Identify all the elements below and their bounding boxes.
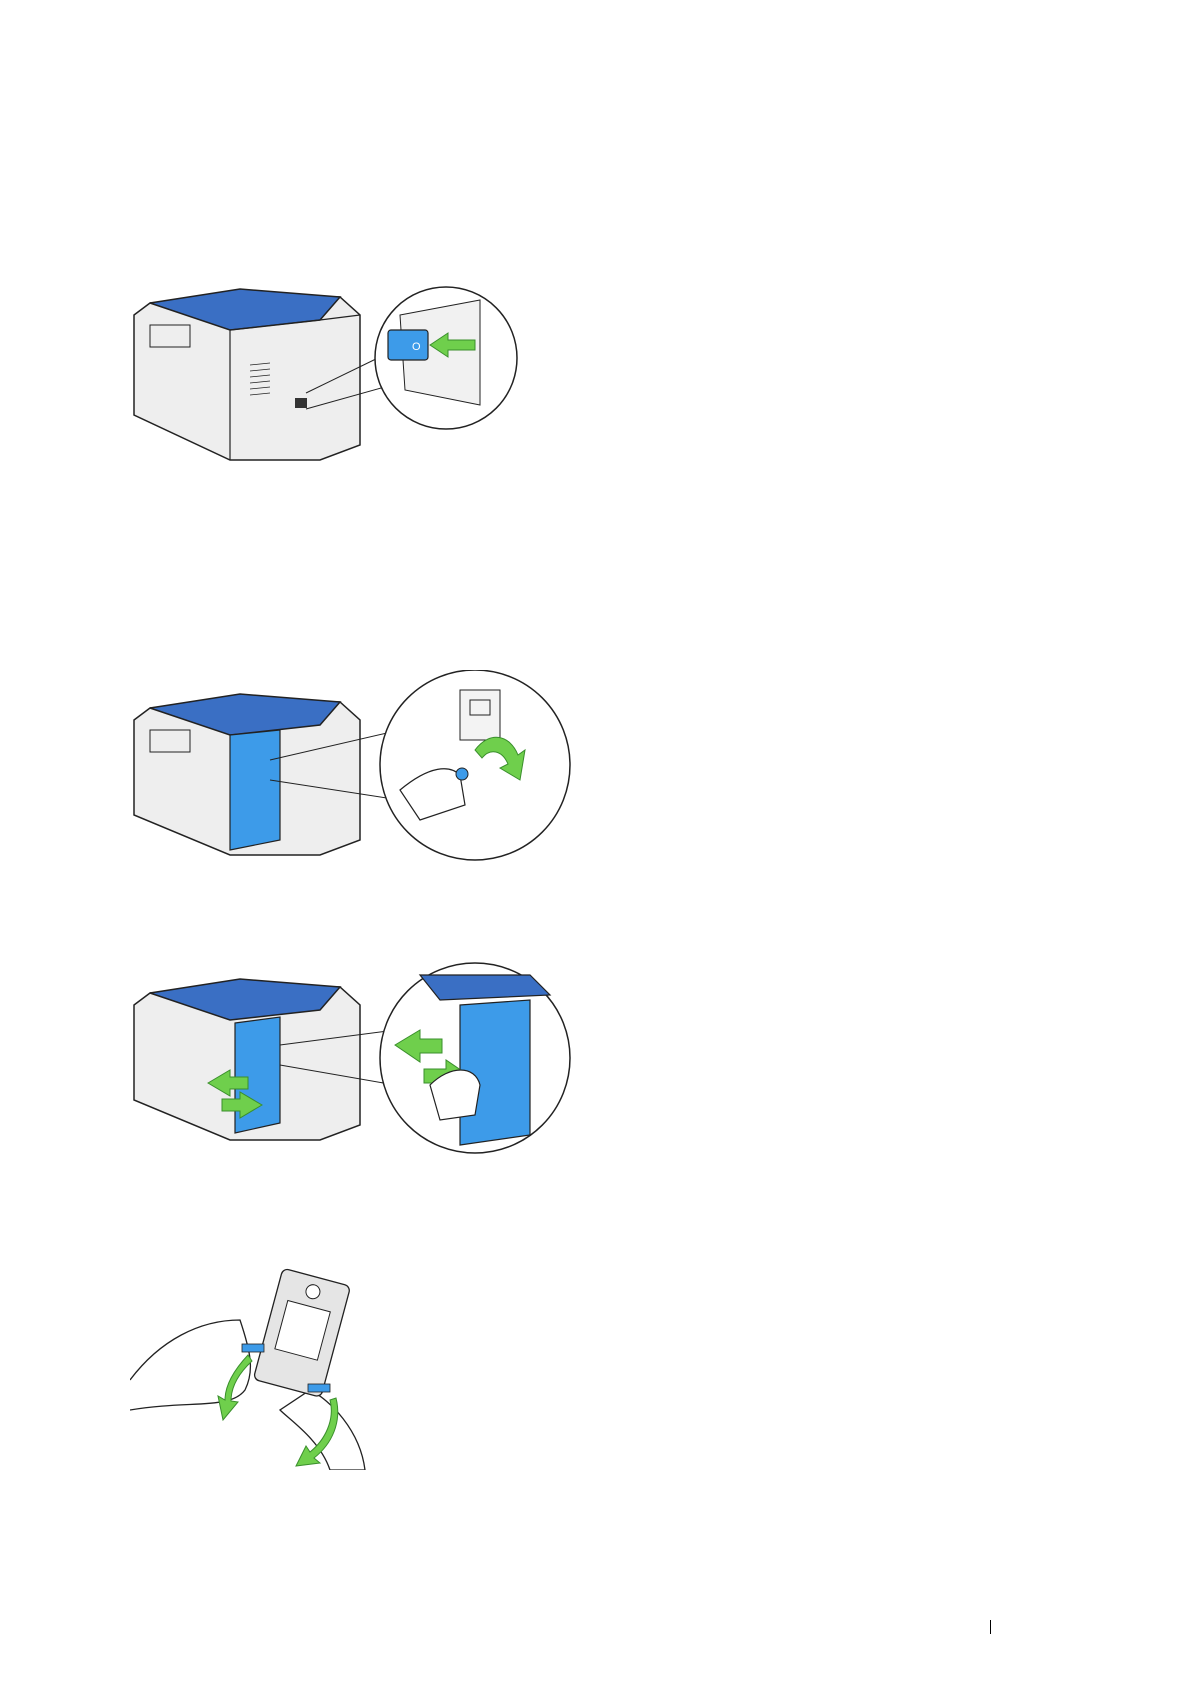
power-switch-small [295, 398, 307, 408]
cable-plug-icon [456, 768, 468, 780]
printer-cover-removal-illustration [130, 955, 590, 1175]
svg-text:O: O [412, 341, 421, 353]
figure-unplug-cable [130, 670, 590, 890]
left-hand-icon [130, 1320, 250, 1410]
page-number-divider [990, 1620, 991, 1634]
right-hand-icon [280, 1390, 365, 1470]
figure-power-switch: O [130, 285, 550, 475]
figure-remove-cover [130, 955, 590, 1175]
module-unpack-illustration [130, 1260, 390, 1470]
power-switch-icon [388, 330, 428, 360]
figure-unpack-module [130, 1260, 390, 1470]
printer-power-switch-illustration: O [130, 285, 550, 475]
printer-unplug-illustration [130, 670, 590, 890]
